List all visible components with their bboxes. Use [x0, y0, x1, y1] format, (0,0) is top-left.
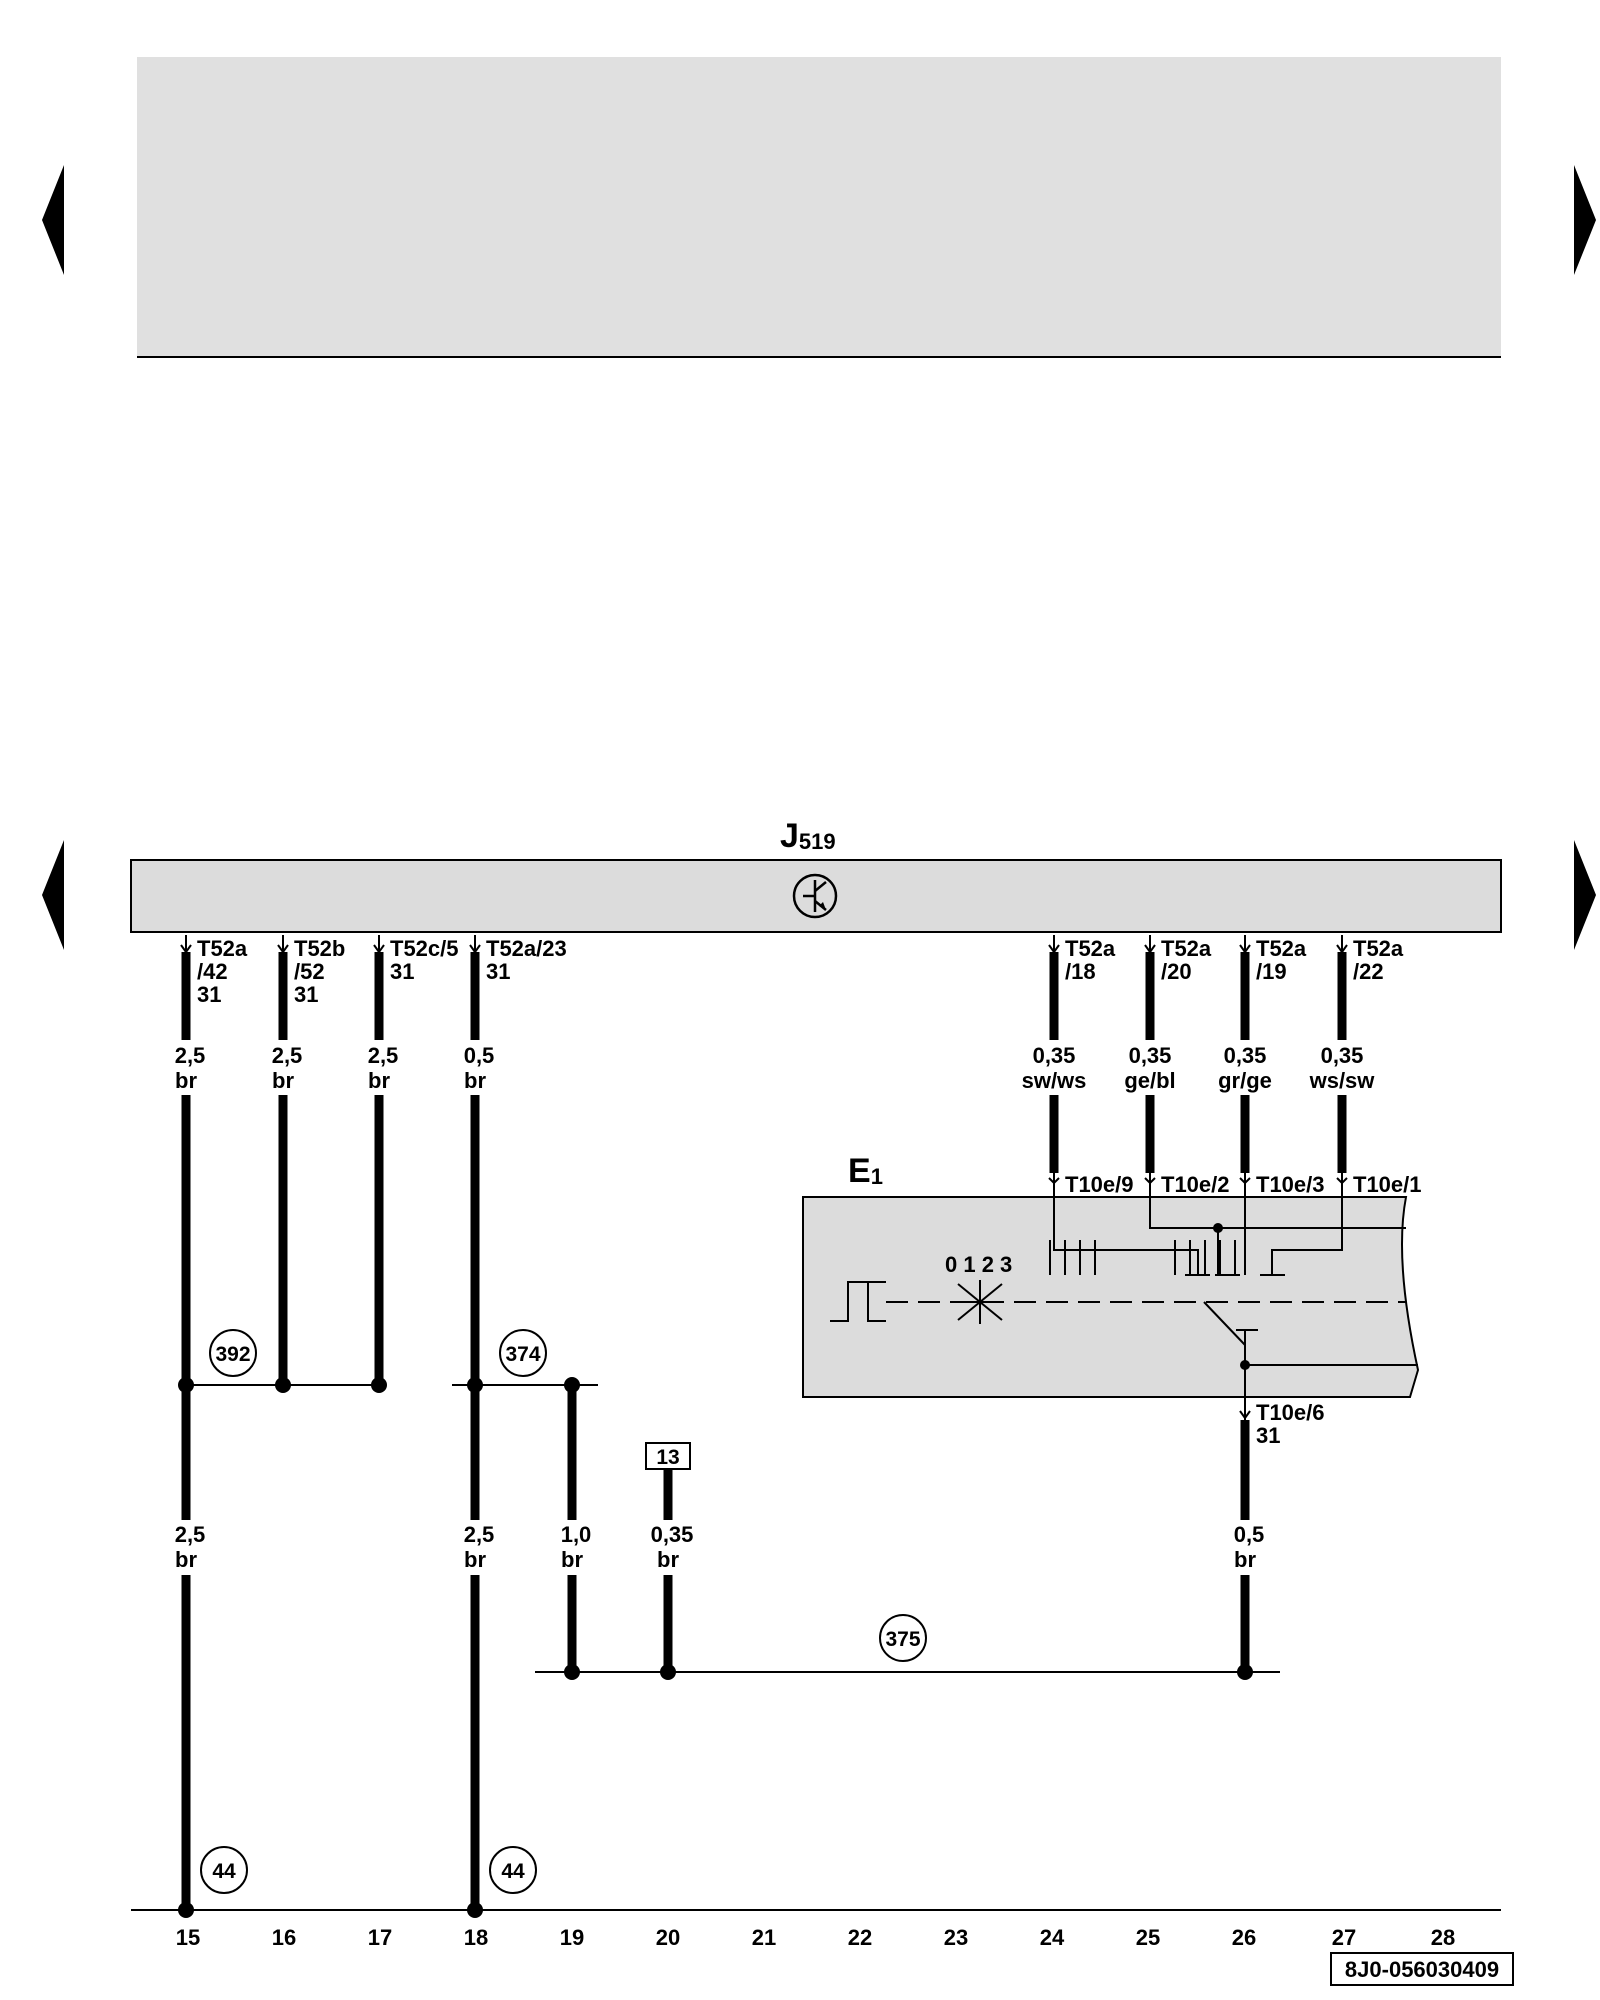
- ground-point: 44: [489, 1846, 537, 1894]
- switch-pin-label: T10e/3: [1256, 1172, 1325, 1197]
- switch-internal-wiring: [1053, 1183, 1406, 1420]
- svg-text:44: 44: [212, 1860, 236, 1883]
- switch-junction: [1240, 1360, 1250, 1370]
- ground-junction-lines: [131, 1384, 1501, 1911]
- svg-text:374: 374: [505, 1343, 540, 1366]
- switch-unit-box: [802, 1196, 1420, 1398]
- switch-junction: [1213, 1223, 1223, 1233]
- control-unit-symbol-icon: [792, 873, 838, 919]
- ground-point: 392: [209, 1329, 257, 1377]
- track-number: 21: [752, 1925, 776, 1950]
- triangle-right-icon[interactable]: [1574, 840, 1596, 950]
- track-number: 25: [1136, 1925, 1160, 1950]
- svg-text:44: 44: [501, 1860, 525, 1883]
- track-number: 28: [1431, 1925, 1455, 1950]
- track-number: 24: [1040, 1925, 1065, 1950]
- connector-label: T52a/18: [1065, 936, 1116, 984]
- track-number: 19: [560, 1925, 584, 1950]
- header-box: [137, 57, 1501, 357]
- triangle-left-icon[interactable]: [42, 165, 64, 275]
- control-unit-label: J519: [780, 817, 836, 855]
- ground-point: 375: [879, 1614, 927, 1662]
- connector-label: T52a/22: [1353, 936, 1404, 984]
- connector-label: T52a/19: [1256, 936, 1307, 984]
- ground-point: 374: [499, 1329, 547, 1377]
- track-number: 18: [464, 1925, 488, 1950]
- track-number: 15: [176, 1925, 200, 1950]
- switch-pin-label: T10e/1: [1353, 1172, 1422, 1197]
- track-number: 26: [1232, 1925, 1256, 1950]
- track-number: 23: [944, 1925, 968, 1950]
- switch-positions: 0 1 2 3: [945, 1252, 1012, 1277]
- wires-lower: [181, 1385, 1250, 1910]
- ground-point: 44: [200, 1846, 248, 1894]
- switch-pin-label: T10e/2: [1161, 1172, 1230, 1197]
- switch-unit-label: E1: [848, 1152, 883, 1190]
- svg-text:13: 13: [656, 1446, 679, 1469]
- triangle-left-icon[interactable]: [42, 840, 64, 950]
- rotary-switch-icon: [830, 1240, 1418, 1366]
- svg-text:392: 392: [215, 1343, 250, 1366]
- track-number: 17: [368, 1925, 392, 1950]
- triangle-right-icon[interactable]: [1574, 165, 1596, 275]
- connector-arrows: [180, 935, 1348, 1420]
- footer-code: 8J0-056030409: [1330, 1952, 1514, 1986]
- switch-pin-label: T10e/9: [1065, 1172, 1134, 1197]
- track-number: 20: [656, 1925, 680, 1950]
- track-number: 27: [1332, 1925, 1356, 1950]
- connector-label: T52a/20: [1161, 936, 1212, 984]
- track-number: 16: [272, 1925, 296, 1950]
- svg-text:8J0-056030409: 8J0-056030409: [1345, 1957, 1499, 1982]
- svg-text:375: 375: [885, 1628, 920, 1651]
- track-number: 22: [848, 1925, 872, 1950]
- junction-dots: [178, 1377, 1253, 1918]
- reference-box: 13: [645, 1442, 691, 1470]
